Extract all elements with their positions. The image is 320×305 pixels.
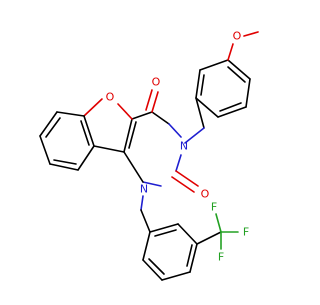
atom-label-o-carbonyl-bottom: O xyxy=(201,188,210,201)
carbonyl-top xyxy=(145,89,159,113)
atom-label-f-top: F xyxy=(211,201,217,214)
furan-ring xyxy=(83,98,133,153)
methoxy-group xyxy=(227,31,259,61)
atom-label-n3: N xyxy=(180,140,188,153)
carbonyl-bottom xyxy=(171,170,199,193)
methoxyphenyl-ring xyxy=(195,59,251,118)
benzyl-ch2-top xyxy=(184,97,205,144)
pyrimidinedione-ring xyxy=(123,111,182,187)
atom-label-f-bottom: F xyxy=(218,251,224,264)
trifluoromethylphenyl-ring xyxy=(142,223,198,281)
trifluoromethyl-group xyxy=(196,213,239,250)
atom-label-f-right: F xyxy=(243,226,249,239)
atom-label-o-furan: O xyxy=(106,91,115,104)
benzo-ring xyxy=(39,111,95,171)
atom-label-o-methoxy: O xyxy=(233,30,242,43)
atom-label-n1: N xyxy=(140,183,148,196)
atom-label-o-carbonyl-top: O xyxy=(152,76,161,89)
benzyl-ch2-bottom xyxy=(140,195,151,233)
molecule-structure: O O O O N N F F F xyxy=(39,30,259,281)
structure-canvas: O O O O N N F F F xyxy=(39,30,259,281)
